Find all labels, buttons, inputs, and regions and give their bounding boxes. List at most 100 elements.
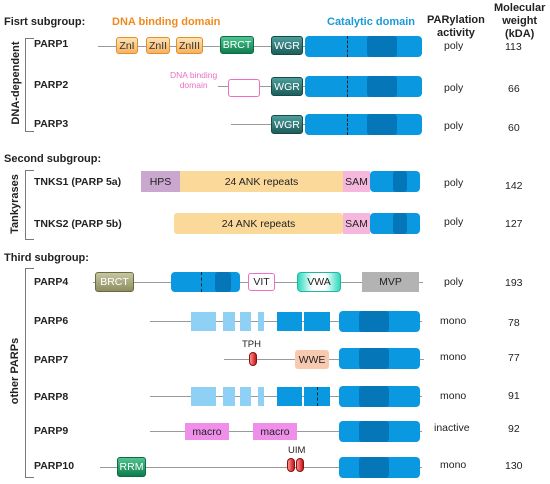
parp2-catalytic-core xyxy=(367,76,397,97)
activity-parp9: inactive xyxy=(434,422,470,434)
activity-parp3: poly xyxy=(444,120,464,132)
parp10-uim-domain-1 xyxy=(287,458,295,472)
parp10-uim-domain-2 xyxy=(296,458,304,472)
activity-tnks2: poly xyxy=(444,216,464,228)
tnks1-sam-domain: SAM xyxy=(343,171,370,192)
activity-parp6: mono xyxy=(440,315,467,327)
parp1-brct-domain: BRCT xyxy=(220,36,254,54)
protein-name-tnks2: TNKS2 (PARP 5b) xyxy=(34,218,122,230)
dna-binding-domain-title: DNA binding domain xyxy=(112,16,221,28)
parp4-vwa-domain: VWA xyxy=(297,272,341,292)
weight-parp9: 92 xyxy=(508,423,520,435)
activity-parp10: mono xyxy=(440,459,467,471)
parp4-mvp-domain: MVP xyxy=(362,272,419,292)
parp10-backbone xyxy=(100,467,422,468)
weight-parp6: 78 xyxy=(508,317,520,329)
protein-name-tnks1: TNKS1 (PARP 5a) xyxy=(34,176,122,188)
activity-parp4: poly xyxy=(444,276,464,288)
dna-dependent-label: DNA-dependent xyxy=(10,41,22,125)
parp10-uim-label: UIM xyxy=(288,445,306,456)
parp3-divider xyxy=(347,114,348,135)
parp1-catalytic-core xyxy=(367,36,397,57)
tankyrases-bracket xyxy=(25,170,34,240)
parp4-brct-domain: BRCT xyxy=(95,272,134,292)
dna-dependent-bracket xyxy=(25,38,34,132)
parp3-catalytic-core xyxy=(367,114,397,135)
parp7-wwe-domain: WWE xyxy=(295,350,329,369)
weight-parp3: 60 xyxy=(508,122,520,134)
parp2-catalytic-domain xyxy=(305,76,422,97)
parp6-light-block-3 xyxy=(240,312,251,331)
parp6-catalytic-core xyxy=(359,311,389,332)
parp4-vit-domain: VIT xyxy=(248,273,275,291)
weight-parp7: 77 xyxy=(508,352,520,364)
parp6-light-block-2 xyxy=(223,312,235,331)
tnks1-hps-domain: HPS xyxy=(141,171,180,192)
tnks2-catalytic-core xyxy=(393,213,407,234)
molecular-weight-header: Molecular weight (kDA) xyxy=(494,2,546,40)
parp8-light-block-4 xyxy=(258,387,264,406)
parp4-catalytic-core xyxy=(215,272,231,292)
activity-parp1: poly xyxy=(444,40,464,52)
parp9-macro-domain-1: macro xyxy=(185,423,229,440)
parp6-light-block-1 xyxy=(191,312,216,331)
protein-name-parp10: PARP10 xyxy=(34,460,75,472)
parp2-dna-binding-label: DNA binding domain xyxy=(170,70,218,90)
parp10-catalytic-core xyxy=(359,457,389,478)
protein-name-parp2: PARP2 xyxy=(34,79,69,91)
parp8-catalytic-core xyxy=(359,386,389,407)
parp9-macro-domain-2: macro xyxy=(253,423,297,440)
parp1-zn2-domain: ZnII xyxy=(146,37,170,54)
protein-name-parp7: PARP7 xyxy=(34,354,69,366)
protein-name-parp1: PARP1 xyxy=(34,38,69,50)
tnks2-ank-domain: 24 ANK repeats xyxy=(174,213,343,234)
weight-tnks1: 142 xyxy=(505,180,523,192)
activity-parp8: mono xyxy=(440,390,467,402)
parp8-light-block-1 xyxy=(191,387,216,406)
parp3-catalytic-domain xyxy=(305,114,422,135)
parp10-rrm-domain: RRM xyxy=(117,457,146,477)
protein-name-parp3: PARP3 xyxy=(34,118,69,130)
protein-name-parp6: PARP6 xyxy=(34,315,69,327)
parp4-divider xyxy=(201,272,202,292)
protein-name-parp8: PARP8 xyxy=(34,391,69,403)
parp6-light-block-4 xyxy=(258,312,264,331)
first-subgroup-title: Fisrt subgroup: xyxy=(4,16,86,28)
activity-parp2: poly xyxy=(444,82,464,94)
parp8-blue-block xyxy=(277,387,302,406)
parp1-backbone xyxy=(98,46,338,47)
parp7-tph-domain xyxy=(249,352,257,366)
activity-parp7: mono xyxy=(440,351,467,363)
parp3-wgr-domain: WGR xyxy=(271,115,303,134)
protein-name-parp4: PARP4 xyxy=(34,276,69,288)
parp7-catalytic-core xyxy=(359,348,389,369)
second-subgroup-title: Second subgroup: xyxy=(4,153,102,165)
parylation-activity-header: PARylation activity xyxy=(427,14,485,39)
weight-parp1: 113 xyxy=(505,41,522,53)
parp1-divider xyxy=(347,36,348,57)
tnks2-sam-domain: SAM xyxy=(343,213,370,234)
protein-name-parp9: PARP9 xyxy=(34,425,69,437)
parp9-catalytic-core xyxy=(359,421,389,442)
parp6-blue-block xyxy=(277,312,302,331)
parp6-blue-block-2 xyxy=(304,312,330,331)
other-parps-label: other PARPs xyxy=(9,337,21,405)
parp2-wgr-domain: WGR xyxy=(271,77,303,96)
tankyrases-label: Tankyrases xyxy=(9,174,21,234)
parp2-divider xyxy=(347,76,348,97)
parp7-tph-label: TPH xyxy=(242,339,261,350)
third-subgroup-title: Third subgroup: xyxy=(4,252,89,264)
parp8-light-block-3 xyxy=(240,387,251,406)
weight-parp4: 193 xyxy=(505,277,523,289)
weight-parp8: 91 xyxy=(508,390,520,402)
parp1-zn1-domain: ZnI xyxy=(116,37,138,54)
weight-parp2: 66 xyxy=(508,83,520,95)
parp8-light-block-2 xyxy=(223,387,235,406)
weight-tnks2: 127 xyxy=(505,218,523,230)
parp1-catalytic-domain xyxy=(305,36,422,57)
weight-parp10: 130 xyxy=(505,460,523,472)
parp8-divider xyxy=(317,387,318,406)
tnks1-catalytic-core xyxy=(393,171,407,192)
catalytic-domain-title: Catalytic domain xyxy=(327,16,416,28)
parp1-zn3-domain: ZnIII xyxy=(176,37,203,54)
